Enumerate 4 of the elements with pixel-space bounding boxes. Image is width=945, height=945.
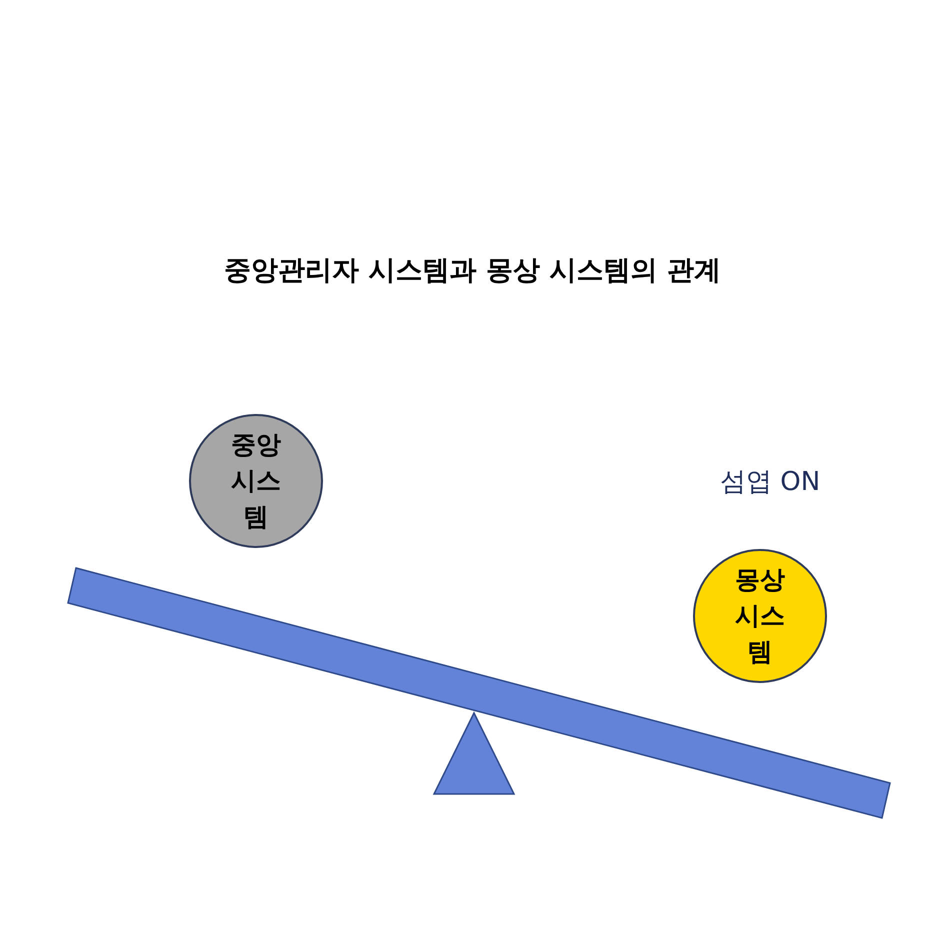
status-label: 섬엽 ON <box>720 466 820 499</box>
node-label: 중앙 시스템 <box>230 429 282 533</box>
diagram-title: 중앙관리자 시스템과 몽상 시스템의 관계 <box>223 254 722 288</box>
node-label: 몽상 시스템 <box>734 564 786 668</box>
